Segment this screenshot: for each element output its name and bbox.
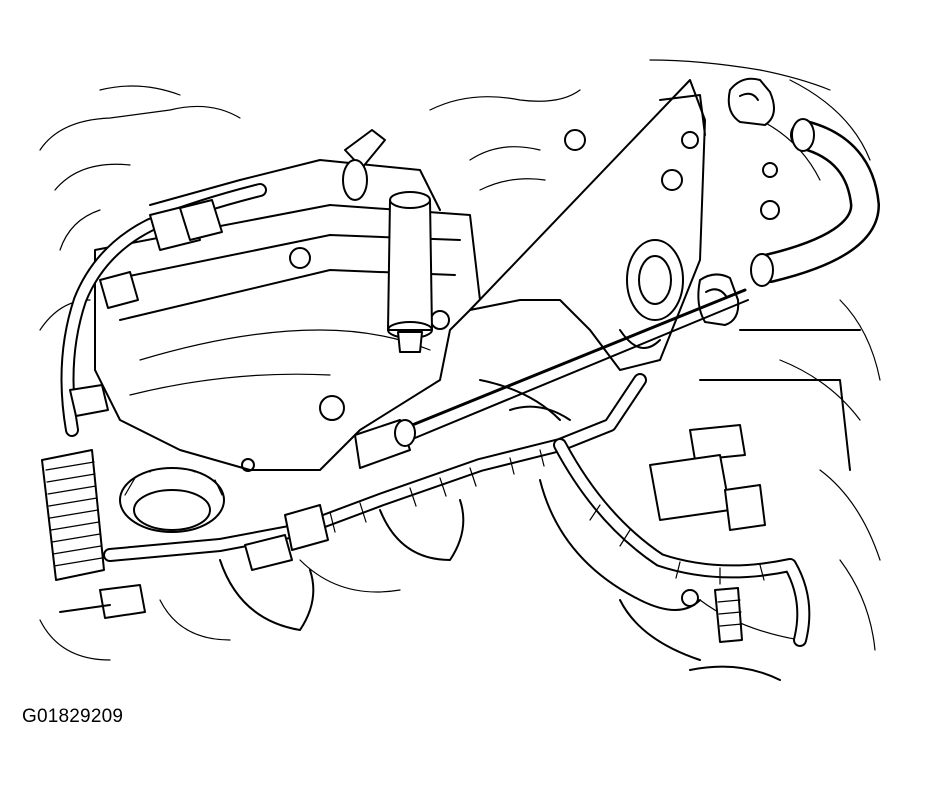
conduit-wrap-left xyxy=(41,384,109,581)
wiring-harness xyxy=(60,183,811,647)
engine-block-outline xyxy=(39,59,881,661)
harness-clip xyxy=(59,584,146,619)
lower-engine-outline xyxy=(219,329,861,681)
figure-code: G01829209 xyxy=(22,706,124,727)
electrical-connector-left xyxy=(99,199,223,309)
electrical-connector-center xyxy=(244,504,329,571)
cam-sensor xyxy=(342,129,433,353)
coolant-hose xyxy=(750,118,881,287)
valve-cover xyxy=(94,159,481,471)
oil-dipstick-tube xyxy=(354,288,749,469)
oil-filler-cap xyxy=(119,467,225,533)
hose-clamp-upper xyxy=(727,77,775,126)
mounting-bracket xyxy=(469,79,780,371)
electrical-connector-right xyxy=(649,424,766,643)
